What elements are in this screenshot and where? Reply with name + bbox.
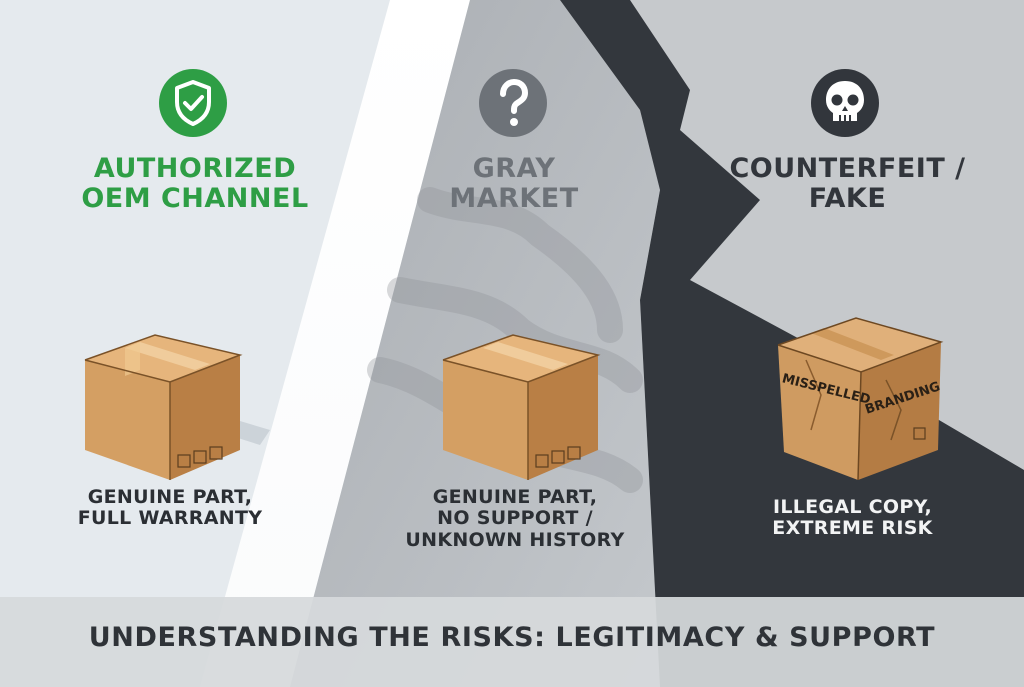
authorized-title-line-1: AUTHORIZED — [93, 153, 297, 184]
gray-market-desc-line-3: UNKNOWN HISTORY — [405, 528, 625, 551]
footer-heading: UNDERSTANDING THE RISKS: LEGITIMACY & SU… — [88, 622, 936, 653]
counterfeit-title-line-2: FAKE — [808, 183, 887, 215]
counterfeit-title: COUNTERFEIT / FAKE — [720, 153, 975, 215]
gray-market-desc-line-1: GENUINE PART, — [432, 486, 598, 508]
genuine-box — [84, 334, 270, 480]
footer-band — [0, 597, 1024, 687]
shield-check-icon — [159, 69, 227, 137]
authorized-title: AUTHORIZED OEM CHANNEL — [60, 153, 330, 215]
gray-market-title: GRAY MARKET — [400, 153, 628, 215]
gray-market-title-line-2: MARKET — [449, 183, 579, 215]
gray-market-description: GENUINE PART, NO SUPPORT / UNKNOWN HISTO… — [395, 486, 635, 551]
authorized-title-line-2: OEM CHANNEL — [81, 183, 309, 215]
light-beam — [200, 0, 470, 687]
skull-icon — [811, 69, 879, 137]
authorized-desc-line-1: GENUINE PART, — [87, 486, 253, 508]
counterfeit-description: ILLEGAL COPY, EXTREME RISK — [740, 496, 965, 540]
gray-market-panel — [290, 0, 660, 687]
counterfeit-box — [777, 317, 944, 481]
authorized-desc-line-2: FULL WARRANTY — [77, 507, 263, 530]
question-mark-icon — [479, 69, 547, 137]
gray-market-desc-line-2: NO SUPPORT / — [437, 507, 593, 530]
counterfeit-desc-line-2: EXTREME RISK — [772, 517, 933, 540]
gray-market-title-line-1: GRAY — [472, 153, 556, 184]
gray-market-box — [442, 334, 601, 480]
authorized-description: GENUINE PART, FULL WARRANTY — [50, 486, 290, 530]
counterfeit-desc-line-1: ILLEGAL COPY, — [772, 496, 933, 518]
counterfeit-title-line-1: COUNTERFEIT / — [729, 153, 966, 184]
